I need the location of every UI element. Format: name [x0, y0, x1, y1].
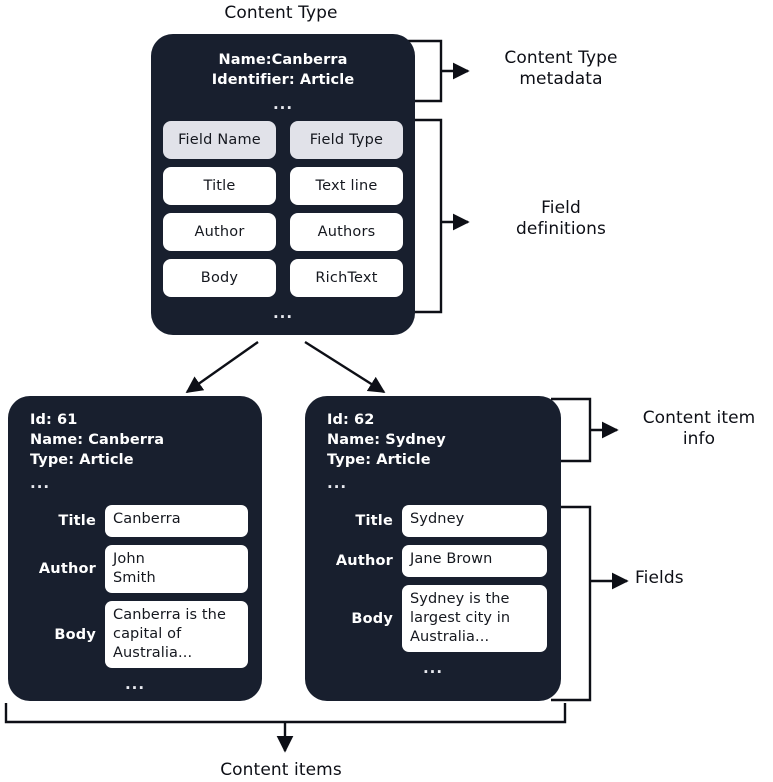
content-item-id: Id: 62: [327, 412, 375, 428]
content-type-meta-ellipsis: ...: [272, 95, 294, 113]
field-label: Author: [38, 561, 96, 577]
field-name-cell: Author: [163, 213, 276, 251]
field-value: John Smith: [105, 545, 248, 593]
column-header-field-name: Field Name: [163, 121, 276, 159]
annotation-field-definitions: Field definitions: [476, 198, 646, 240]
content-item-bottom-ellipsis: ...: [422, 659, 444, 677]
field-type-cell: RichText: [290, 259, 403, 297]
annotation-fields: Fields: [635, 568, 684, 588]
field-label: Title: [355, 513, 393, 529]
annotation-line-1: Content Type: [504, 48, 618, 68]
annotation-content-item-info: Content item info: [625, 408, 773, 450]
field-row-author: Author Jane Brown: [305, 545, 547, 577]
field-value: Jane Brown: [402, 545, 547, 577]
field-label: Title: [58, 513, 96, 529]
arrow-to-item-1: [185, 341, 259, 393]
bracket-content-items: [4, 703, 567, 753]
annotation-line-2: definitions: [516, 219, 606, 239]
field-value: Canberra is the capital of Australia...: [105, 601, 248, 668]
content-item-card-canberra: Id: 61 Name: Canberra Type: Article ... …: [8, 396, 262, 701]
table-header-row: Field Name Field Type: [163, 121, 403, 159]
content-item-type: Type: Article: [327, 452, 431, 468]
annotation-content-items: Content items: [220, 760, 342, 780]
annotation-line-2: info: [682, 429, 716, 449]
table-row: Author Authors: [163, 213, 403, 251]
table-row: Title Text line: [163, 167, 403, 205]
content-item-name: Name: Canberra: [30, 432, 165, 448]
content-item-fields: Title Canberra Author John Smith Body Ca…: [8, 505, 262, 668]
content-item-name: Name: Sydney: [327, 432, 446, 448]
content-type-identifier: Identifier: Article: [211, 72, 355, 88]
field-row-title: Title Sydney: [305, 505, 547, 537]
page-title: Content Type: [224, 3, 338, 23]
field-name-cell: Body: [163, 259, 276, 297]
content-item-type: Type: Article: [30, 452, 134, 468]
arrow-to-item-2: [304, 340, 386, 394]
field-type-cell: Text line: [290, 167, 403, 205]
content-item-id: Id: 61: [30, 412, 78, 428]
column-header-field-type: Field Type: [290, 121, 403, 159]
annotation-content-type-metadata: Content Type metadata: [476, 48, 646, 90]
field-type-cell: Authors: [290, 213, 403, 251]
field-label: Body: [54, 626, 96, 643]
field-row-author: Author John Smith: [8, 545, 248, 593]
field-label: Body: [351, 610, 393, 627]
annotation-line-2: metadata: [519, 69, 603, 89]
field-row-body: Body Sydney is the largest city in Austr…: [305, 585, 547, 652]
annotation-line-1: Content item: [642, 408, 756, 428]
content-item-card-sydney: Id: 62 Name: Sydney Type: Article ... Ti…: [305, 396, 561, 701]
field-row-body: Body Canberra is the capital of Australi…: [8, 601, 248, 668]
content-item-fields: Title Sydney Author Jane Brown Body Sydn…: [305, 505, 561, 652]
field-value: Sydney is the largest city in Australia.…: [402, 585, 547, 652]
content-item-info-ellipsis: ...: [30, 474, 51, 492]
content-item-info-ellipsis: ...: [327, 474, 348, 492]
field-name-cell: Title: [163, 167, 276, 205]
field-label: Author: [335, 553, 393, 569]
field-value: Canberra: [105, 505, 248, 537]
content-type-card: Name:Canberra Identifier: Article ... Fi…: [151, 34, 415, 335]
bracket-fields: [551, 505, 629, 702]
annotation-line-1: Field: [541, 198, 581, 218]
content-item-bottom-ellipsis: ...: [124, 675, 146, 693]
field-row-title: Title Canberra: [8, 505, 248, 537]
table-row: Body RichText: [163, 259, 403, 297]
content-type-bottom-ellipsis: ...: [272, 304, 294, 322]
field-value: Sydney: [402, 505, 547, 537]
content-type-name: Name:Canberra: [218, 52, 348, 68]
field-definitions-table: Field Name Field Type Title Text line Au…: [151, 121, 415, 297]
